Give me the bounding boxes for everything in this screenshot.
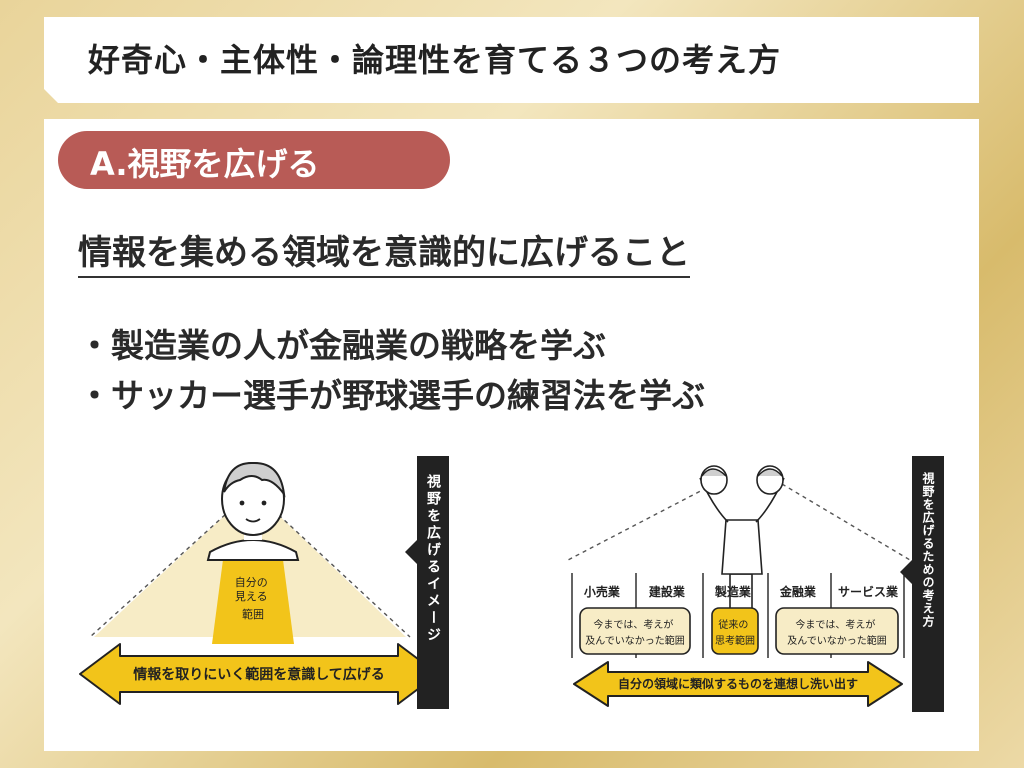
page-title: 好奇心・主体性・論理性を育てる３つの考え方 — [88, 41, 782, 79]
headline: 情報を集める領域を意識的に広げること — [78, 225, 690, 278]
person-figure — [206, 461, 300, 561]
industry-label: 製造業 — [714, 584, 752, 599]
scope-label: 自分の 見える 範囲 — [235, 576, 272, 621]
section-pill: A.視野を広げる — [58, 131, 450, 189]
person-looking-around — [699, 465, 785, 613]
roof-left — [567, 483, 715, 561]
content-panel: A.視野を広げる 情報を集める領域を意識的に広げること ・製造業の人が金融業の戦… — [44, 119, 979, 751]
side-banner — [912, 456, 944, 712]
svg-text:従来の 思考範囲: 従来の 思考範囲 — [715, 618, 755, 647]
bullet-item: ・サッカー選手が野球選手の練習法を学ぶ — [78, 376, 705, 415]
figure-left: 自分の 見える 範囲 情報を取りにいく範囲を意識して広げる 視野を広げるイメージ — [72, 456, 450, 724]
side-banner-label: 視野を広げるイメージ — [425, 473, 442, 644]
svg-text:小売業 建設業 製造業: 小売業 建設業 製造業 金融業 サービス業 — [584, 584, 899, 599]
bullet-list: ・製造業の人が金融業の戦略を学ぶ ・サッカー選手が野球選手の練習法を学ぶ — [78, 321, 705, 421]
associate-arrow — [573, 661, 903, 707]
side-banner-label: 視野を広げるための考え方 — [921, 471, 935, 628]
section-label: A.視野を広げる — [90, 145, 320, 183]
svg-text:今までは、考えが 及んでいなかった範囲: 今までは、考えが 及んでいなかった範囲 — [787, 618, 887, 647]
industry-label: 建設業 — [648, 584, 686, 599]
side-banner — [417, 456, 449, 709]
expand-arrow-label: 情報を取りにいく範囲を意識して広げる — [133, 666, 385, 683]
scope-box-right — [775, 607, 899, 655]
figure-right: 小売業 建設業 製造業 金融業 サービス業 今までは、考えが 及んでいなかった範… — [564, 456, 946, 724]
associate-arrow-label: 自分の領域に類似するものを連想し洗い出す — [618, 676, 858, 691]
banner-notch — [900, 560, 912, 584]
svg-text:今までは、考えが 及んでいなかった範囲: 今までは、考えが 及んでいなかった範囲 — [585, 618, 685, 647]
title-bar: 好奇心・主体性・論理性を育てる３つの考え方 — [44, 17, 979, 103]
scope-box-center — [711, 607, 759, 655]
cone-edge-left — [89, 503, 238, 638]
bullet-item: ・製造業の人が金融業の戦略を学ぶ — [78, 326, 606, 365]
industry-label: 金融業 — [779, 584, 817, 599]
scope-area — [212, 552, 294, 644]
cone-edge-right — [266, 503, 411, 638]
roof-right — [781, 483, 911, 561]
industry-label: サービス業 — [838, 584, 899, 599]
scope-box-left — [579, 607, 691, 655]
banner-notch — [405, 540, 417, 564]
industry-label: 小売業 — [584, 584, 621, 599]
